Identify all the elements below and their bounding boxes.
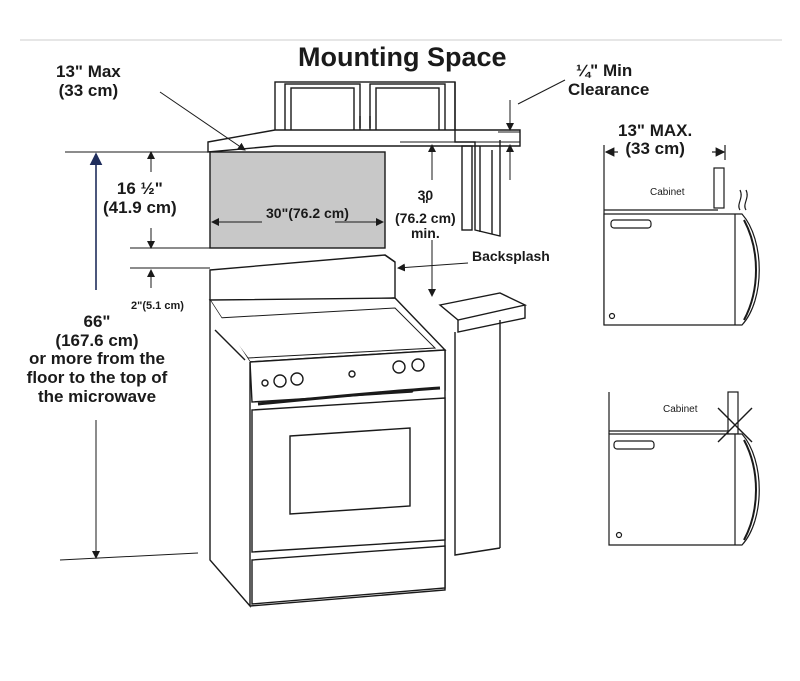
backsplash-height-label: 2"(5.1 cm) — [131, 300, 184, 312]
floor-height-in: 66" — [83, 312, 111, 331]
cooktop-clearance-inch-mark: " — [422, 195, 429, 212]
max-depth-label: 13" Max (33 cm) — [56, 62, 121, 100]
floor-height-line4: floor to the top of — [26, 368, 168, 388]
side-view-ok — [603, 145, 760, 326]
min-clearance-value: ¼" Min — [576, 61, 633, 80]
no-fit-x-icon — [717, 407, 753, 443]
min-clearance-label: ¼" Min Clearance — [568, 61, 650, 99]
opening-width-label: 30"(76.2 cm) — [266, 205, 349, 221]
diagram-title: Mounting Space — [298, 42, 507, 72]
max-depth-in: 13" Max — [56, 62, 121, 81]
max-depth-cm: (33 cm) — [58, 80, 119, 100]
opening-height-cm: (41.9 cm) — [103, 197, 177, 217]
dimension-lines — [65, 79, 566, 297]
range — [208, 254, 447, 608]
kitchen-illustration — [59, 81, 528, 608]
floor-height-cm: (167.6 cm) — [55, 330, 139, 350]
cooktop-clearance-in: 30 — [417, 187, 434, 203]
side-max-depth-cm: (33 cm) — [625, 138, 685, 158]
upper-cabinets — [207, 81, 521, 237]
side-max-depth-label: 13" MAX. (33 cm) — [618, 121, 693, 158]
opening-height-label: 16 ½" (41.9 cm) — [103, 179, 177, 217]
side-view-bad — [608, 391, 760, 546]
cooktop-clearance-cm: (76.2 cm) — [395, 210, 456, 227]
floor-height-line5: the microwave — [37, 386, 157, 406]
cooktop-clearance-min: min. — [410, 225, 440, 242]
counter — [438, 292, 528, 556]
side-max-depth-in: 13" MAX. — [618, 121, 693, 140]
floor-height-label: 66" (167.6 cm) or more from the floor to… — [17, 312, 177, 406]
steam-icon — [738, 189, 748, 211]
opening-area — [209, 151, 386, 249]
knobs — [261, 358, 425, 388]
cabinet-bottom-label: Cabinet — [663, 404, 698, 415]
floor-height-line3: or more from the — [28, 349, 166, 369]
min-clearance-word: Clearance — [568, 79, 650, 99]
backsplash-label: Backsplash — [472, 248, 550, 264]
cooktop-clearance-label: 30 " (76.2 cm) min. — [395, 188, 456, 241]
opening-height-in: 16 ½" — [116, 179, 163, 198]
cabinet-top-label: Cabinet — [650, 187, 685, 198]
